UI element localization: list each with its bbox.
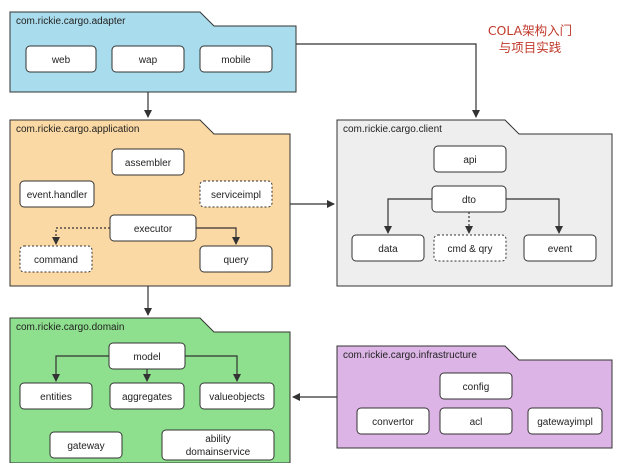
data-component: data bbox=[351, 234, 425, 262]
cmd-qry-component: cmd & qry bbox=[433, 234, 507, 262]
model-label: model bbox=[133, 352, 160, 363]
valueobjects-label: valueobjects bbox=[209, 392, 265, 403]
cmd-qry-label: cmd & qry bbox=[447, 244, 492, 255]
model-to-entities-arrow bbox=[52, 355, 109, 382]
web-label: web bbox=[51, 55, 71, 66]
aggregates-label: aggregates bbox=[122, 392, 172, 403]
adapter-package-title: com.rickie.cargo.adapter bbox=[16, 16, 126, 27]
model-to-valueobjects-arrow bbox=[185, 355, 241, 382]
event-label: event bbox=[548, 244, 573, 255]
adapter-to-client-arrow bbox=[296, 43, 480, 118]
application-package bbox=[9, 119, 291, 287]
assembler-label: assembler bbox=[125, 158, 172, 169]
query-label: query bbox=[223, 255, 248, 266]
mobile-label: mobile bbox=[221, 55, 251, 66]
ability-label: ability bbox=[205, 434, 231, 445]
event-component: event bbox=[523, 234, 597, 262]
executor-to-command-arrow bbox=[52, 227, 110, 245]
aggregates-component: aggregates bbox=[109, 382, 185, 410]
convertor-label: convertor bbox=[372, 417, 414, 428]
serviceimpl-label: serviceimpl bbox=[211, 190, 261, 201]
dto-component: dto bbox=[431, 185, 507, 213]
serviceimpl-component: serviceimpl bbox=[199, 180, 273, 208]
model-component: model bbox=[108, 342, 186, 370]
query-component: query bbox=[199, 245, 273, 273]
wap-component: wap bbox=[111, 45, 185, 73]
web-component: web bbox=[25, 45, 97, 73]
command-label: command bbox=[34, 255, 78, 266]
api-label: api bbox=[463, 155, 476, 166]
gateway-label: gateway bbox=[67, 441, 104, 452]
gatewayimpl-label: gatewayimpl bbox=[537, 417, 593, 428]
valueobjects-component: valueobjects bbox=[199, 382, 275, 410]
dto-to-event-arrow bbox=[506, 198, 563, 234]
mobile-component: mobile bbox=[199, 45, 273, 73]
brand-title: COLA架构入门 bbox=[488, 23, 572, 38]
acl-label: acl bbox=[470, 417, 483, 428]
dto-to-data-arrow bbox=[384, 198, 432, 234]
client-package-title: com.rickie.cargo.client bbox=[343, 124, 442, 135]
executor-component: executor bbox=[109, 214, 197, 242]
infrastructure-package-title: com.rickie.cargo.infrastructure bbox=[343, 350, 477, 361]
command-component: command bbox=[19, 245, 93, 273]
gateway-component: gateway bbox=[49, 431, 123, 459]
data-label: data bbox=[378, 244, 398, 255]
dto-label: dto bbox=[462, 195, 476, 206]
brand-subtitle: 与项目实践 bbox=[499, 40, 562, 55]
api-component: api bbox=[433, 145, 507, 173]
gatewayimpl-component: gatewayimpl bbox=[527, 407, 603, 435]
application-package-title: com.rickie.cargo.application bbox=[16, 124, 139, 135]
config-label: config bbox=[463, 382, 490, 393]
config-component: config bbox=[439, 372, 513, 400]
executor-label: executor bbox=[134, 224, 173, 235]
event-handler-component: event.handler bbox=[19, 180, 95, 208]
executor-to-query-arrow bbox=[196, 227, 240, 245]
ability-domainservice-component: ability domainservice bbox=[161, 429, 275, 461]
convertor-component: convertor bbox=[356, 407, 430, 435]
assembler-component: assembler bbox=[111, 148, 185, 176]
domain-package-title: com.rickie.cargo.domain bbox=[16, 322, 124, 333]
acl-component: acl bbox=[439, 407, 513, 435]
event-handler-label: event.handler bbox=[27, 190, 88, 201]
domainservice-label: domainservice bbox=[186, 447, 251, 458]
entities-label: entities bbox=[40, 392, 72, 403]
entities-component: entities bbox=[19, 382, 93, 410]
wap-label: wap bbox=[138, 55, 158, 66]
